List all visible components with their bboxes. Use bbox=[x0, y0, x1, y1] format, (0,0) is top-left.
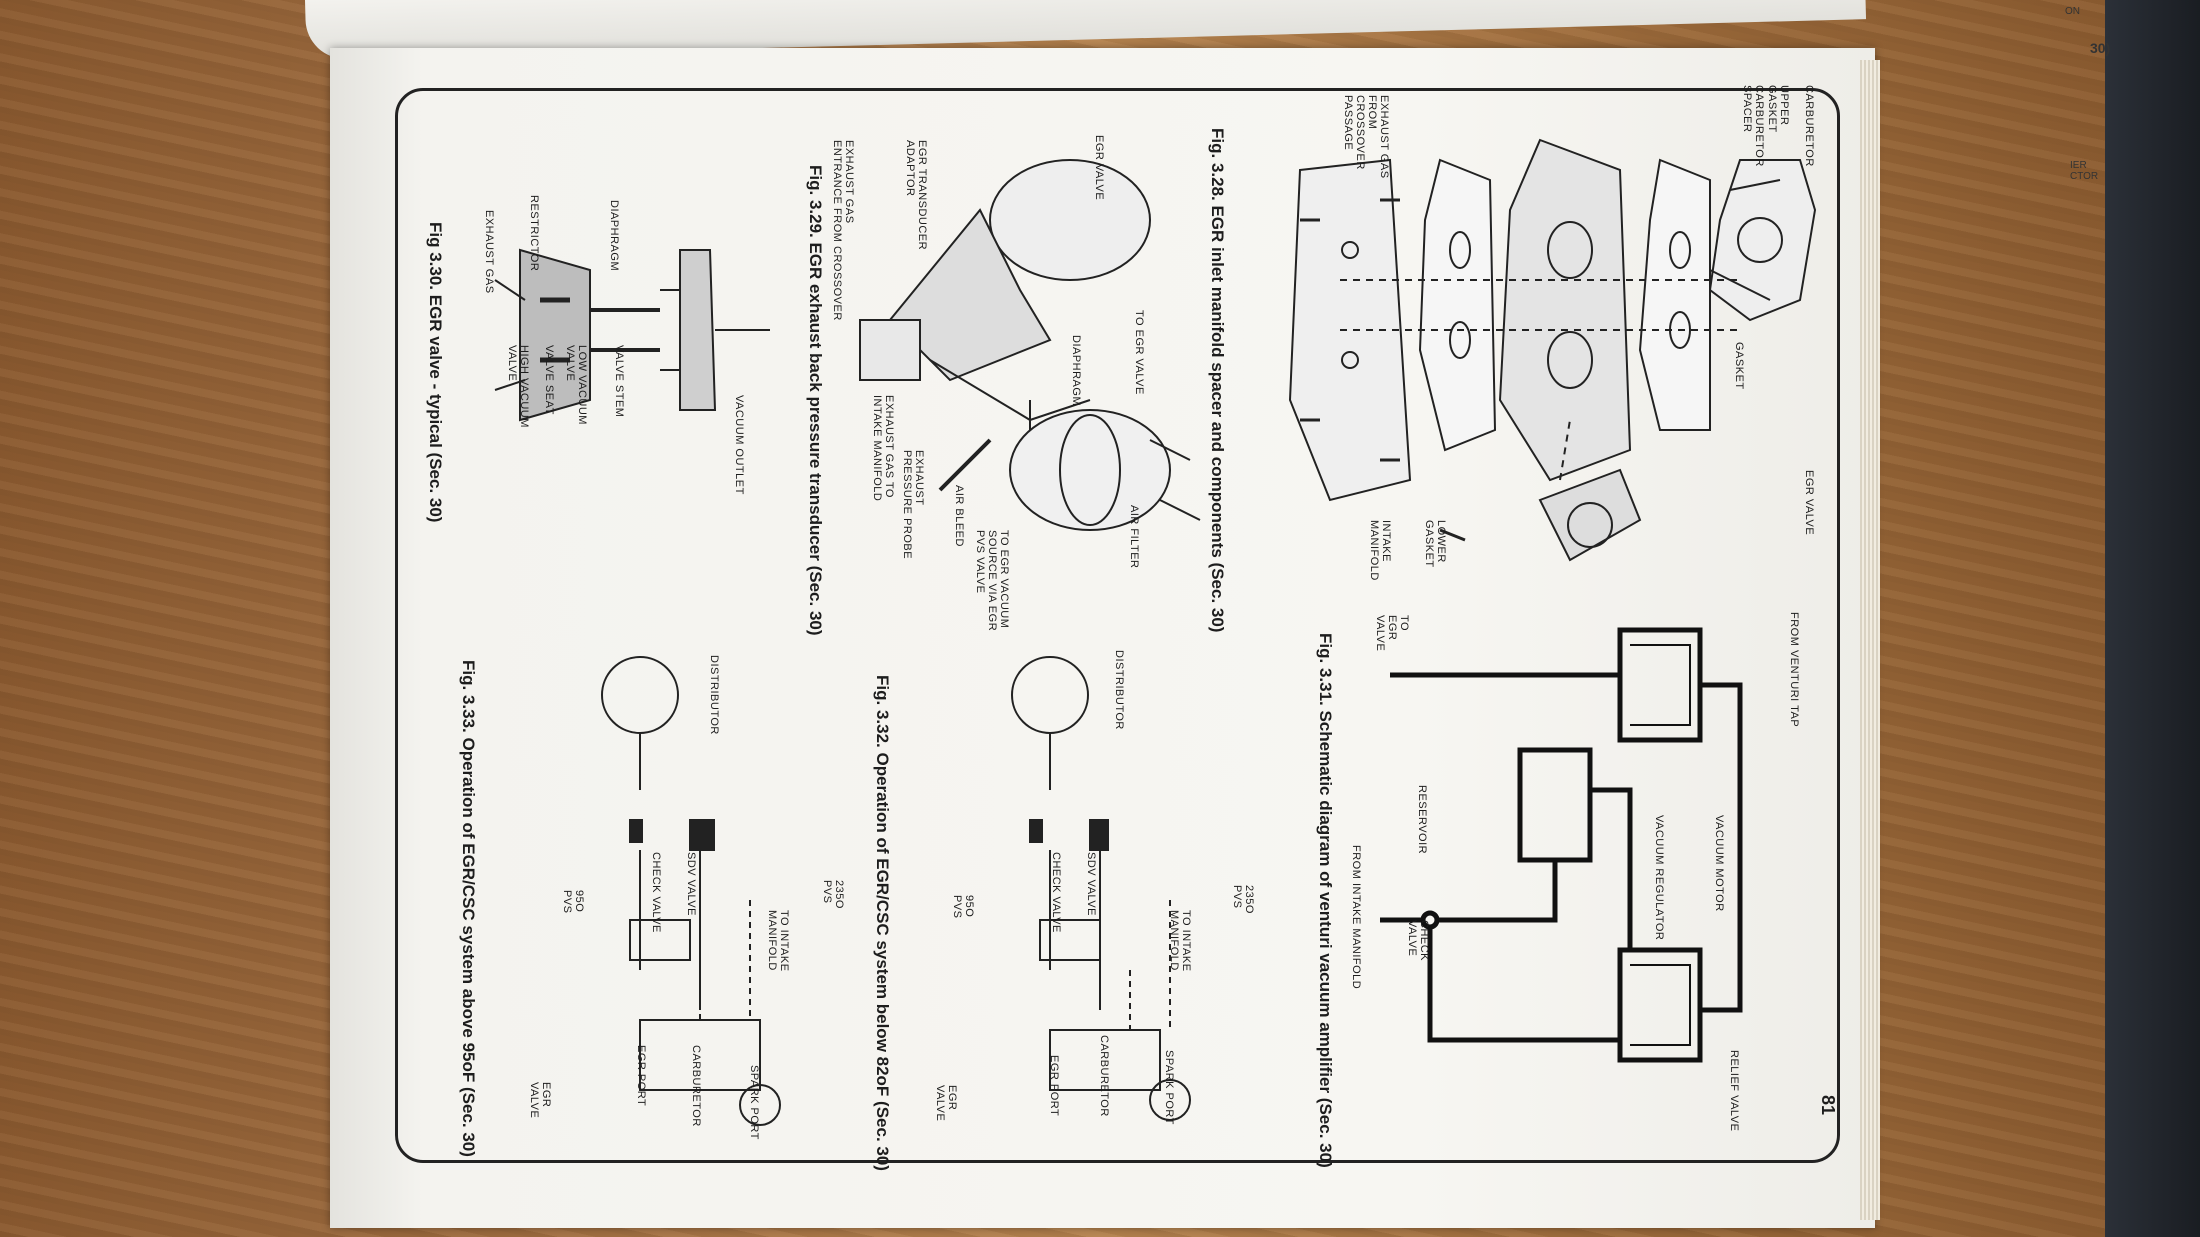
fig-3-29-caption: Fig. 3.29. EGR exhaust back pressure tra… bbox=[806, 165, 825, 636]
page-number: 81 bbox=[1818, 1095, 1838, 1116]
fig-3-32-label: CARBURETOR bbox=[1098, 1035, 1110, 1117]
fig-3-31-label: CHECK VALVE bbox=[1406, 920, 1430, 962]
fig-3-28-label: INTAKE MANIFOLD bbox=[1368, 520, 1392, 581]
fig-3-29-label: EGR TRANSDUCER ADAPTOR bbox=[904, 140, 928, 251]
fig-3-29-label: EXHAUST PRESSURE PROBE bbox=[901, 450, 925, 560]
left-page-fragment: ON bbox=[2065, 6, 2080, 17]
fig-3-33-illustration bbox=[500, 650, 800, 1130]
fig-3-29-label: AIR BLEED bbox=[953, 485, 965, 547]
fig-3-31-label: RESERVOIR bbox=[1416, 785, 1428, 855]
fig-3-28-label: EXHAUST GAS FROM CROSSOVER PASSAGE bbox=[1342, 95, 1390, 179]
fig-3-29-label: TO EGR VALVE bbox=[1133, 310, 1145, 395]
fig-3-33-caption: Fig. 3.33. Operation of EGR/CSC system a… bbox=[459, 660, 478, 1157]
fig-3-28-label: CARBURETOR SPACER bbox=[1741, 85, 1765, 167]
fig-3-28-label: GASKET bbox=[1733, 342, 1745, 390]
fig-3-28-label: LOWER GASKET bbox=[1423, 520, 1447, 568]
dark-surface-edge bbox=[2105, 0, 2200, 1237]
fig-3-31-label: TO EGR VALVE bbox=[1374, 615, 1410, 652]
left-page-fragment: 30) bbox=[2090, 40, 2111, 56]
fig-3-28-label: UPPER GASKET bbox=[1766, 85, 1790, 133]
fig-3-30-label: VALVE STEM bbox=[613, 345, 625, 418]
fig-3-32-caption: Fig. 3.32. Operation of EGR/CSC system b… bbox=[873, 675, 892, 1171]
page-stack-edge bbox=[1860, 60, 1880, 1220]
fig-3-32-label: SPARK PORT bbox=[1163, 1050, 1175, 1125]
fig-3-31-caption: Fig. 3.31. Schematic diagram of venturi … bbox=[1316, 633, 1335, 1168]
fig-3-29-label: EXHAUST GAS ENTRANCE FROM CROSSOVER bbox=[831, 140, 855, 321]
fig-3-30-label: VACUUM OUTLET bbox=[733, 395, 745, 495]
fig-3-32-illustration bbox=[900, 650, 1200, 1130]
fig-3-31-label: FROM INTAKE MANIFOLD bbox=[1350, 845, 1362, 990]
fig-3-32-label: EGR PORT bbox=[1048, 1055, 1060, 1117]
figure-panel-border bbox=[395, 88, 1840, 1163]
fig-3-32-label: 235o PVS bbox=[1231, 885, 1255, 914]
fig-3-32-label: EGR VALVE bbox=[934, 1085, 958, 1122]
fig-3-32-label: TO INTAKE MANIFOLD bbox=[1168, 910, 1192, 972]
fig-3-32-label: DISTRIBUTOR bbox=[1113, 650, 1125, 730]
fig-3-28-caption: Fig. 3.28. EGR inlet manifold spacer and… bbox=[1208, 128, 1227, 633]
fig-3-33-label: 95o PVS bbox=[561, 890, 585, 914]
fig-3-31-label: VACUUM REGULATOR bbox=[1653, 815, 1665, 941]
fig-3-30-label: HIGH VACUUM VALVE bbox=[506, 345, 530, 428]
fig-3-31-label: FROM VENTURI TAP bbox=[1788, 612, 1800, 728]
fig-3-28-label: CARBURETOR bbox=[1803, 85, 1815, 167]
fig-3-33-label: CARBURETOR bbox=[690, 1045, 702, 1127]
fig-3-30-label: RESTRICTOR bbox=[528, 195, 540, 272]
fig-3-33-label: EGR PORT bbox=[635, 1045, 647, 1107]
fig-3-33-label: DISTRIBUTOR bbox=[708, 655, 720, 735]
fig-3-31-label: VACUUM MOTOR bbox=[1713, 815, 1725, 912]
fig-3-33-label: TO INTAKE MANIFOLD bbox=[766, 910, 790, 972]
fig-3-28-label: EGR VALVE bbox=[1803, 470, 1815, 536]
fig-3-29-label: AIR FILTER bbox=[1128, 505, 1140, 569]
fig-3-29-label: EGR VALVE bbox=[1093, 135, 1105, 201]
fig-3-31-label: RELIEF VALVE bbox=[1728, 1050, 1740, 1132]
fig-3-28-illustration bbox=[1240, 100, 1820, 570]
fig-3-29-label: DIAPHRAGM bbox=[1070, 335, 1082, 407]
fig-3-29-illustration bbox=[830, 140, 1210, 580]
fig-3-30-label: LOW VACUUM VALVE bbox=[564, 345, 588, 425]
fig-3-31-illustration bbox=[1370, 620, 1790, 1090]
fig-3-29-label: EXHAUST GAS TO INTAKE MANIFOLD bbox=[871, 395, 895, 502]
fig-3-30-illustration bbox=[480, 210, 780, 440]
fig-3-33-label: SPARK PORT bbox=[748, 1065, 760, 1140]
fig-3-29-label: TO EGR VACUUM SOURCE VIA EGR PVS VALVE bbox=[974, 530, 1010, 632]
fig-3-33-label: EGR VALVE bbox=[528, 1082, 552, 1119]
fig-3-33-label: CHECK VALVE bbox=[650, 852, 662, 933]
fig-3-30-caption: Fig 3.30. EGR valve - typical (Sec. 30) bbox=[426, 222, 445, 523]
fig-3-30-label: DIAPHRAGM bbox=[608, 200, 620, 272]
fig-3-32-label: 95o PVS bbox=[951, 895, 975, 919]
fig-3-33-label: SDV VALVE bbox=[685, 852, 697, 917]
fig-3-33-label: 235o PVS bbox=[821, 880, 845, 909]
left-page-fragment: IER CTOR bbox=[2070, 160, 2099, 182]
fig-3-32-label: SDV VALVE bbox=[1085, 852, 1097, 917]
fig-3-32-label: CHECK VALVE bbox=[1050, 852, 1062, 933]
fig-3-30-label: EXHAUST GAS bbox=[483, 210, 495, 294]
fig-3-30-label: VALVE SEAT bbox=[543, 345, 555, 415]
